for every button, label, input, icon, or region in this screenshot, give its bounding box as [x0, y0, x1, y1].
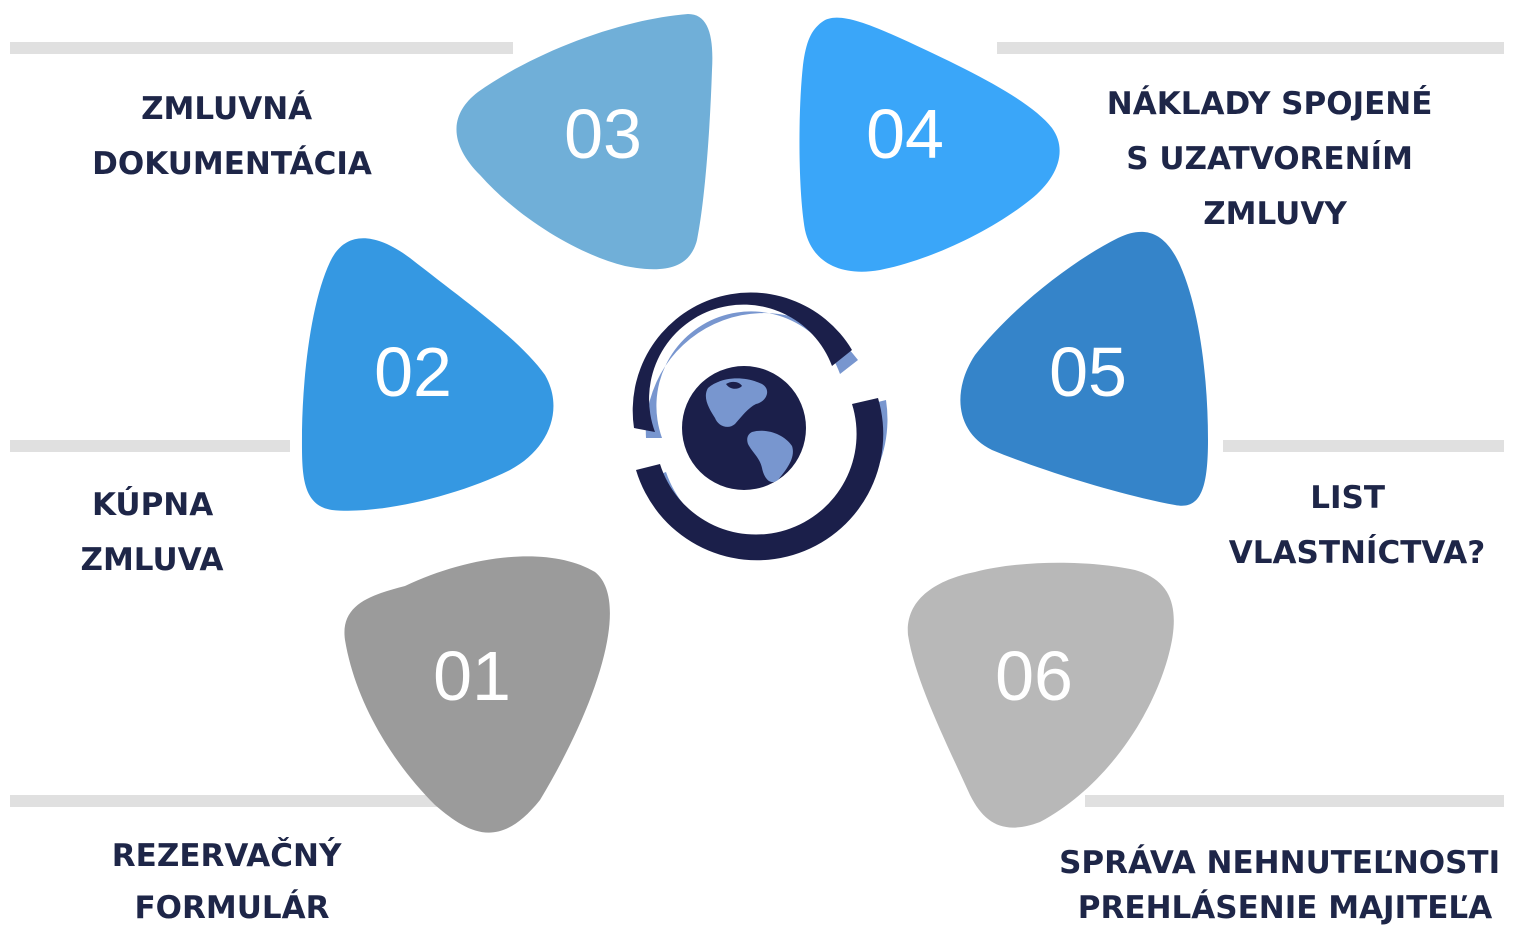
label-01: REZERVAČNÝ FORMULÁR — [112, 837, 352, 926]
petal-06-shape — [907, 562, 1174, 828]
label-01-line-1: REZERVAČNÝ — [112, 837, 342, 874]
petal-04-number: 04 — [866, 95, 944, 173]
label-06: SPRÁVA NEHNUTEĽNOSTI PREHLÁSENIE MAJITEĽ… — [1059, 845, 1511, 926]
divider-01 — [10, 795, 442, 807]
label-04: NÁKLADY SPOJENÉ S UZATVORENÍM ZMLUVY — [1107, 86, 1443, 232]
label-04-line-3: ZMLUVY — [1203, 196, 1347, 232]
logo-ring-bottom — [636, 398, 884, 561]
petal-02: 02 — [301, 238, 554, 511]
petal-06: 06 — [907, 562, 1174, 828]
label-03-line-2: DOKUMENTÁCIA — [92, 146, 372, 182]
petal-03-number: 03 — [564, 95, 642, 173]
label-03-line-1: ZMLUVNÁ — [141, 91, 312, 127]
label-06-line-1: SPRÁVA NEHNUTEĽNOSTI — [1059, 845, 1500, 881]
label-03: ZMLUVNÁ DOKUMENTÁCIA — [92, 91, 372, 182]
globe-logo-icon — [632, 292, 888, 561]
label-05: LIST VLASTNÍCTVA? — [1229, 480, 1485, 571]
logo-continent-south-america — [747, 430, 793, 483]
label-04-line-1: NÁKLADY SPOJENÉ — [1107, 86, 1433, 122]
logo-continent-small — [726, 381, 742, 389]
label-05-line-2: VLASTNÍCTVA? — [1229, 535, 1485, 571]
petal-05-number: 05 — [1049, 333, 1127, 411]
petal-04: 04 — [799, 17, 1060, 272]
petal-02-number: 02 — [374, 333, 452, 411]
label-05-line-1: LIST — [1310, 480, 1385, 516]
petal-02-shape — [301, 238, 554, 511]
logo-continent-north-america — [705, 378, 768, 427]
label-04-line-2: S UZATVORENÍM — [1126, 141, 1413, 177]
label-01-line-2: FORMULÁR — [134, 890, 329, 926]
divider-05 — [1223, 440, 1504, 452]
petal-01-number: 01 — [433, 637, 511, 715]
divider-04 — [997, 42, 1504, 54]
label-06-line-2: PREHLÁSENIE MAJITEĽA — [1078, 890, 1492, 926]
petal-01: 01 — [344, 556, 610, 833]
divider-02 — [10, 440, 290, 452]
petal-05-shape — [960, 231, 1208, 506]
label-02-line-1: KÚPNA — [92, 486, 213, 523]
petal-06-number: 06 — [995, 637, 1073, 715]
petal-01-shape — [344, 556, 610, 833]
petal-03-shape — [456, 14, 713, 270]
divider-03 — [10, 42, 513, 54]
divider-06 — [1085, 795, 1504, 807]
petal-03: 03 — [456, 14, 713, 270]
label-02: KÚPNA ZMLUVA — [80, 486, 224, 578]
label-02-line-2: ZMLUVA — [80, 542, 223, 578]
petal-04-shape — [799, 17, 1060, 272]
petal-05: 05 — [960, 231, 1208, 506]
